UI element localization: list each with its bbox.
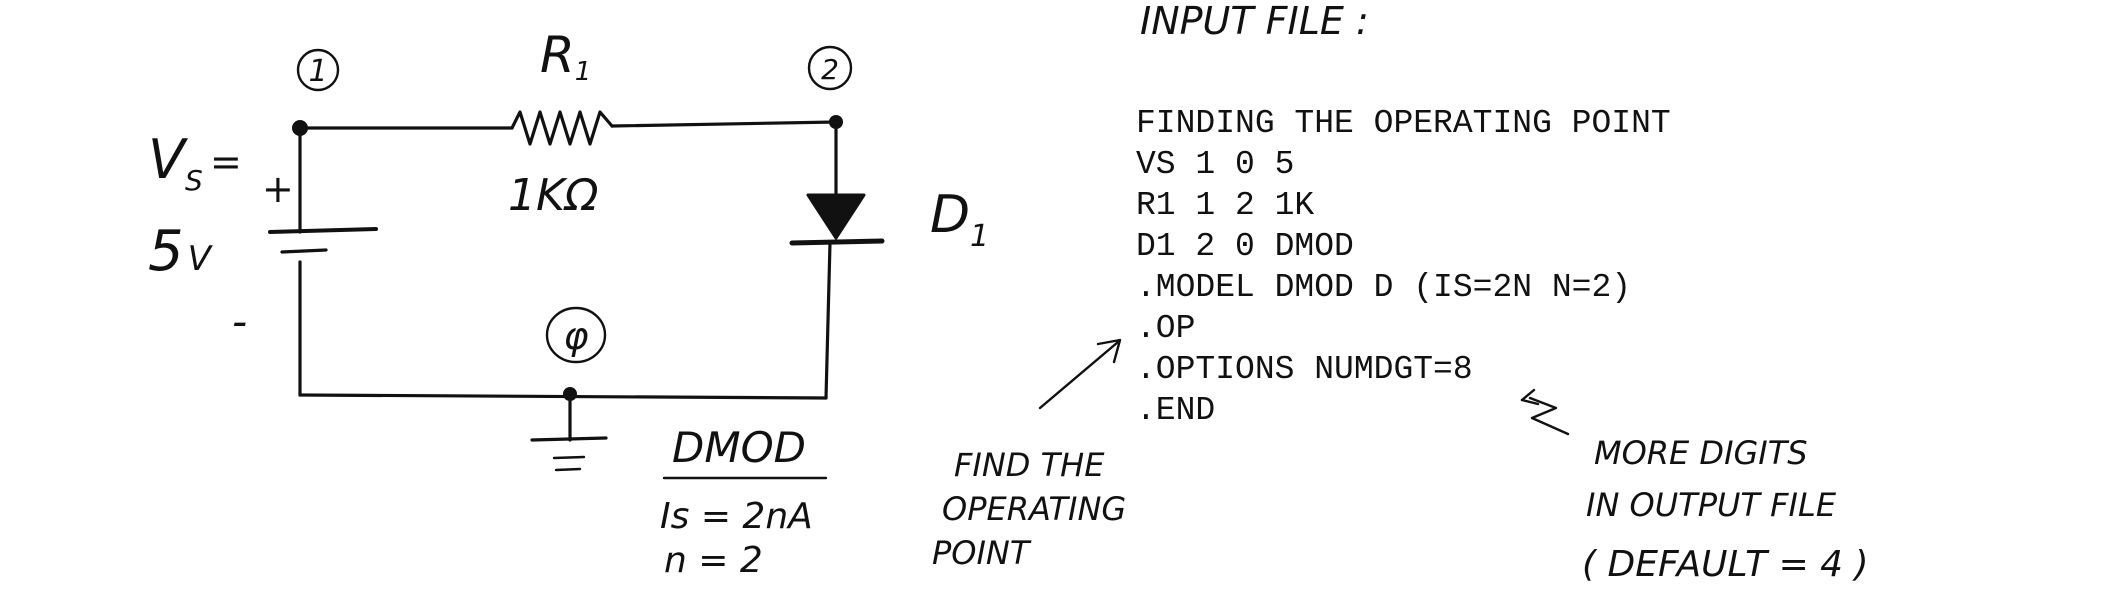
input-file-line: .MODEL DMOD D (IS=2N N=2) <box>1136 269 1631 306</box>
digits-annotation-line: MORE DIGITS <box>1594 434 1808 472</box>
resistor-name: R1 <box>540 26 591 87</box>
diode-symbol <box>789 193 885 246</box>
resistor-value: 1KΩ <box>508 170 599 221</box>
input-file-line: .OP <box>1136 310 1195 347</box>
diode-name: D1 <box>930 185 989 254</box>
op-annotation: FIND THE OPERATING POINT <box>932 446 1126 572</box>
ground-node-label: φ <box>563 314 588 358</box>
model-note-title: DMOD <box>672 423 806 472</box>
minus-sign: - <box>232 297 247 346</box>
node-1-label: 1 <box>308 54 327 89</box>
digits-annotation-arrow <box>1520 388 1570 436</box>
node-2-dot <box>829 115 843 129</box>
op-annotation-line: OPERATING <box>942 490 1126 528</box>
ground-node-circle <box>545 306 607 364</box>
ground-symbol <box>530 392 608 472</box>
circuit-wires <box>298 120 838 400</box>
node-2-label: 2 <box>821 53 839 86</box>
plus-sign: + <box>262 167 294 211</box>
node-1-dot <box>292 120 308 136</box>
source-name: VS <box>148 128 203 197</box>
op-annotation-line: POINT <box>932 534 1032 572</box>
digits-annotation-line: ( DEFAULT = 4 ) <box>1582 544 1869 585</box>
op-annotation-arrow <box>1038 338 1122 410</box>
model-note-is: Is = 2nA <box>660 496 813 537</box>
source-equals: = <box>210 140 242 184</box>
input-file-listing: FINDING THE OPERATING POINT VS 1 0 5 R1 … <box>1136 105 1671 429</box>
op-annotation-line: FIND THE <box>954 446 1105 484</box>
input-file-line: FINDING THE OPERATING POINT <box>1136 105 1671 142</box>
input-file-line: VS 1 0 5 <box>1136 146 1294 183</box>
node-2-circle <box>807 45 853 91</box>
resistor-symbol <box>510 110 614 146</box>
battery-symbol <box>268 227 378 254</box>
digits-annotation-line: IN OUTPUT FILE <box>1586 486 1837 524</box>
model-note: DMOD Is = 2nA n = 2 <box>660 423 828 581</box>
node-1-circle <box>296 48 340 92</box>
input-file-line: .OPTIONS NUMDGT=8 <box>1136 351 1473 388</box>
digits-annotation: MORE DIGITS IN OUTPUT FILE ( DEFAULT = 4… <box>1582 434 1869 585</box>
input-file-line: R1 1 2 1K <box>1136 187 1314 224</box>
model-note-n: n = 2 <box>664 540 763 581</box>
input-file-line: .END <box>1136 392 1215 429</box>
input-file-line: D1 2 0 DMOD <box>1136 228 1354 265</box>
input-file-heading: INPUT FILE : <box>1140 0 1369 43</box>
